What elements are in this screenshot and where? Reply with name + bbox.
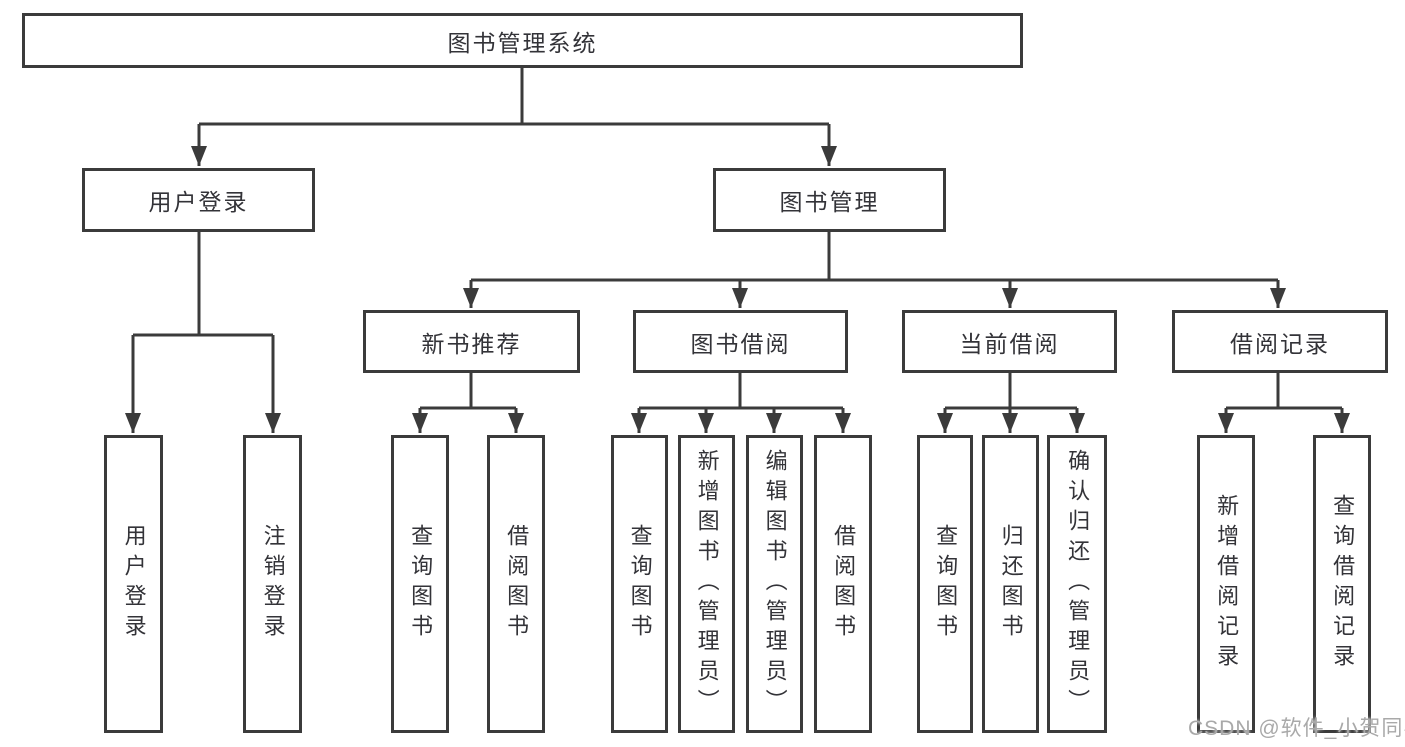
node-new-book-recommend-label: 新书推荐 xyxy=(421,330,522,357)
leaf-confirm-return-admin: 确认归还（管理员） xyxy=(1047,435,1107,733)
leaf-query-books-borrow-label: 查询图书 xyxy=(627,524,653,644)
leaf-return-book: 归还图书 xyxy=(982,435,1039,733)
leaf-return-book-label: 归还图书 xyxy=(998,524,1024,644)
leaf-query-borrow-record-label: 查询借阅记录 xyxy=(1330,494,1356,674)
node-book-management-label: 图书管理 xyxy=(779,189,880,215)
connector-root-to-level2 xyxy=(191,68,837,166)
node-borrow-records-label: 借阅记录 xyxy=(1230,330,1330,357)
leaf-query-books-current-label: 查询图书 xyxy=(933,524,959,644)
leaf-user-login: 用户登录 xyxy=(104,435,163,733)
node-book-borrow-label: 图书借阅 xyxy=(690,330,791,357)
node-root-label: 图书管理系统 xyxy=(447,29,598,56)
node-book-management: 图书管理 xyxy=(713,168,946,232)
leaf-confirm-return-admin-label: 确认归还（管理员） xyxy=(1065,449,1091,719)
node-root: 图书管理系统 xyxy=(22,13,1023,68)
leaf-query-books-current: 查询图书 xyxy=(917,435,973,733)
leaf-query-books-borrow: 查询图书 xyxy=(611,435,668,733)
leaf-edit-book-admin-label: 编辑图书（管理员） xyxy=(762,449,788,719)
leaf-logout: 注销登录 xyxy=(243,435,302,733)
leaf-borrow-books-recommend: 借阅图书 xyxy=(487,435,545,733)
node-current-borrow: 当前借阅 xyxy=(902,310,1117,373)
leaf-borrow-books-2: 借阅图书 xyxy=(814,435,872,733)
leaf-add-book-admin-label: 新增图书（管理员） xyxy=(694,449,720,719)
connector-book-management-children xyxy=(463,232,1286,308)
leaf-borrow-books-2-label: 借阅图书 xyxy=(831,524,857,644)
leaf-add-borrow-record-label: 新增借阅记录 xyxy=(1214,494,1240,674)
node-new-book-recommend: 新书推荐 xyxy=(363,310,580,373)
leaf-query-books-recommend: 查询图书 xyxy=(391,435,449,733)
node-book-borrow: 图书借阅 xyxy=(633,310,848,373)
connector-book-borrow-children xyxy=(631,373,851,433)
leaf-borrow-books-recommend-label: 借阅图书 xyxy=(504,524,530,644)
node-user-login-label: 用户登录 xyxy=(148,189,249,215)
connector-current-borrow-children xyxy=(937,373,1085,433)
node-current-borrow-label: 当前借阅 xyxy=(959,330,1060,357)
leaf-add-book-admin: 新增图书（管理员） xyxy=(678,435,735,733)
leaf-logout-label: 注销登录 xyxy=(260,524,286,644)
leaf-query-books-recommend-label: 查询图书 xyxy=(408,524,434,644)
leaf-user-login-label: 用户登录 xyxy=(121,524,147,644)
leaf-query-borrow-record: 查询借阅记录 xyxy=(1313,435,1371,733)
csdn-watermark: CSDN @软件_小贺同学 xyxy=(1188,717,1405,740)
leaf-add-borrow-record: 新增借阅记录 xyxy=(1197,435,1255,733)
leaf-edit-book-admin: 编辑图书（管理员） xyxy=(746,435,803,733)
connector-new-book-children xyxy=(412,373,524,433)
node-borrow-records: 借阅记录 xyxy=(1172,310,1388,373)
connector-user-login-children xyxy=(125,232,281,433)
connector-borrow-records-children xyxy=(1218,373,1350,433)
node-user-login: 用户登录 xyxy=(82,168,315,232)
